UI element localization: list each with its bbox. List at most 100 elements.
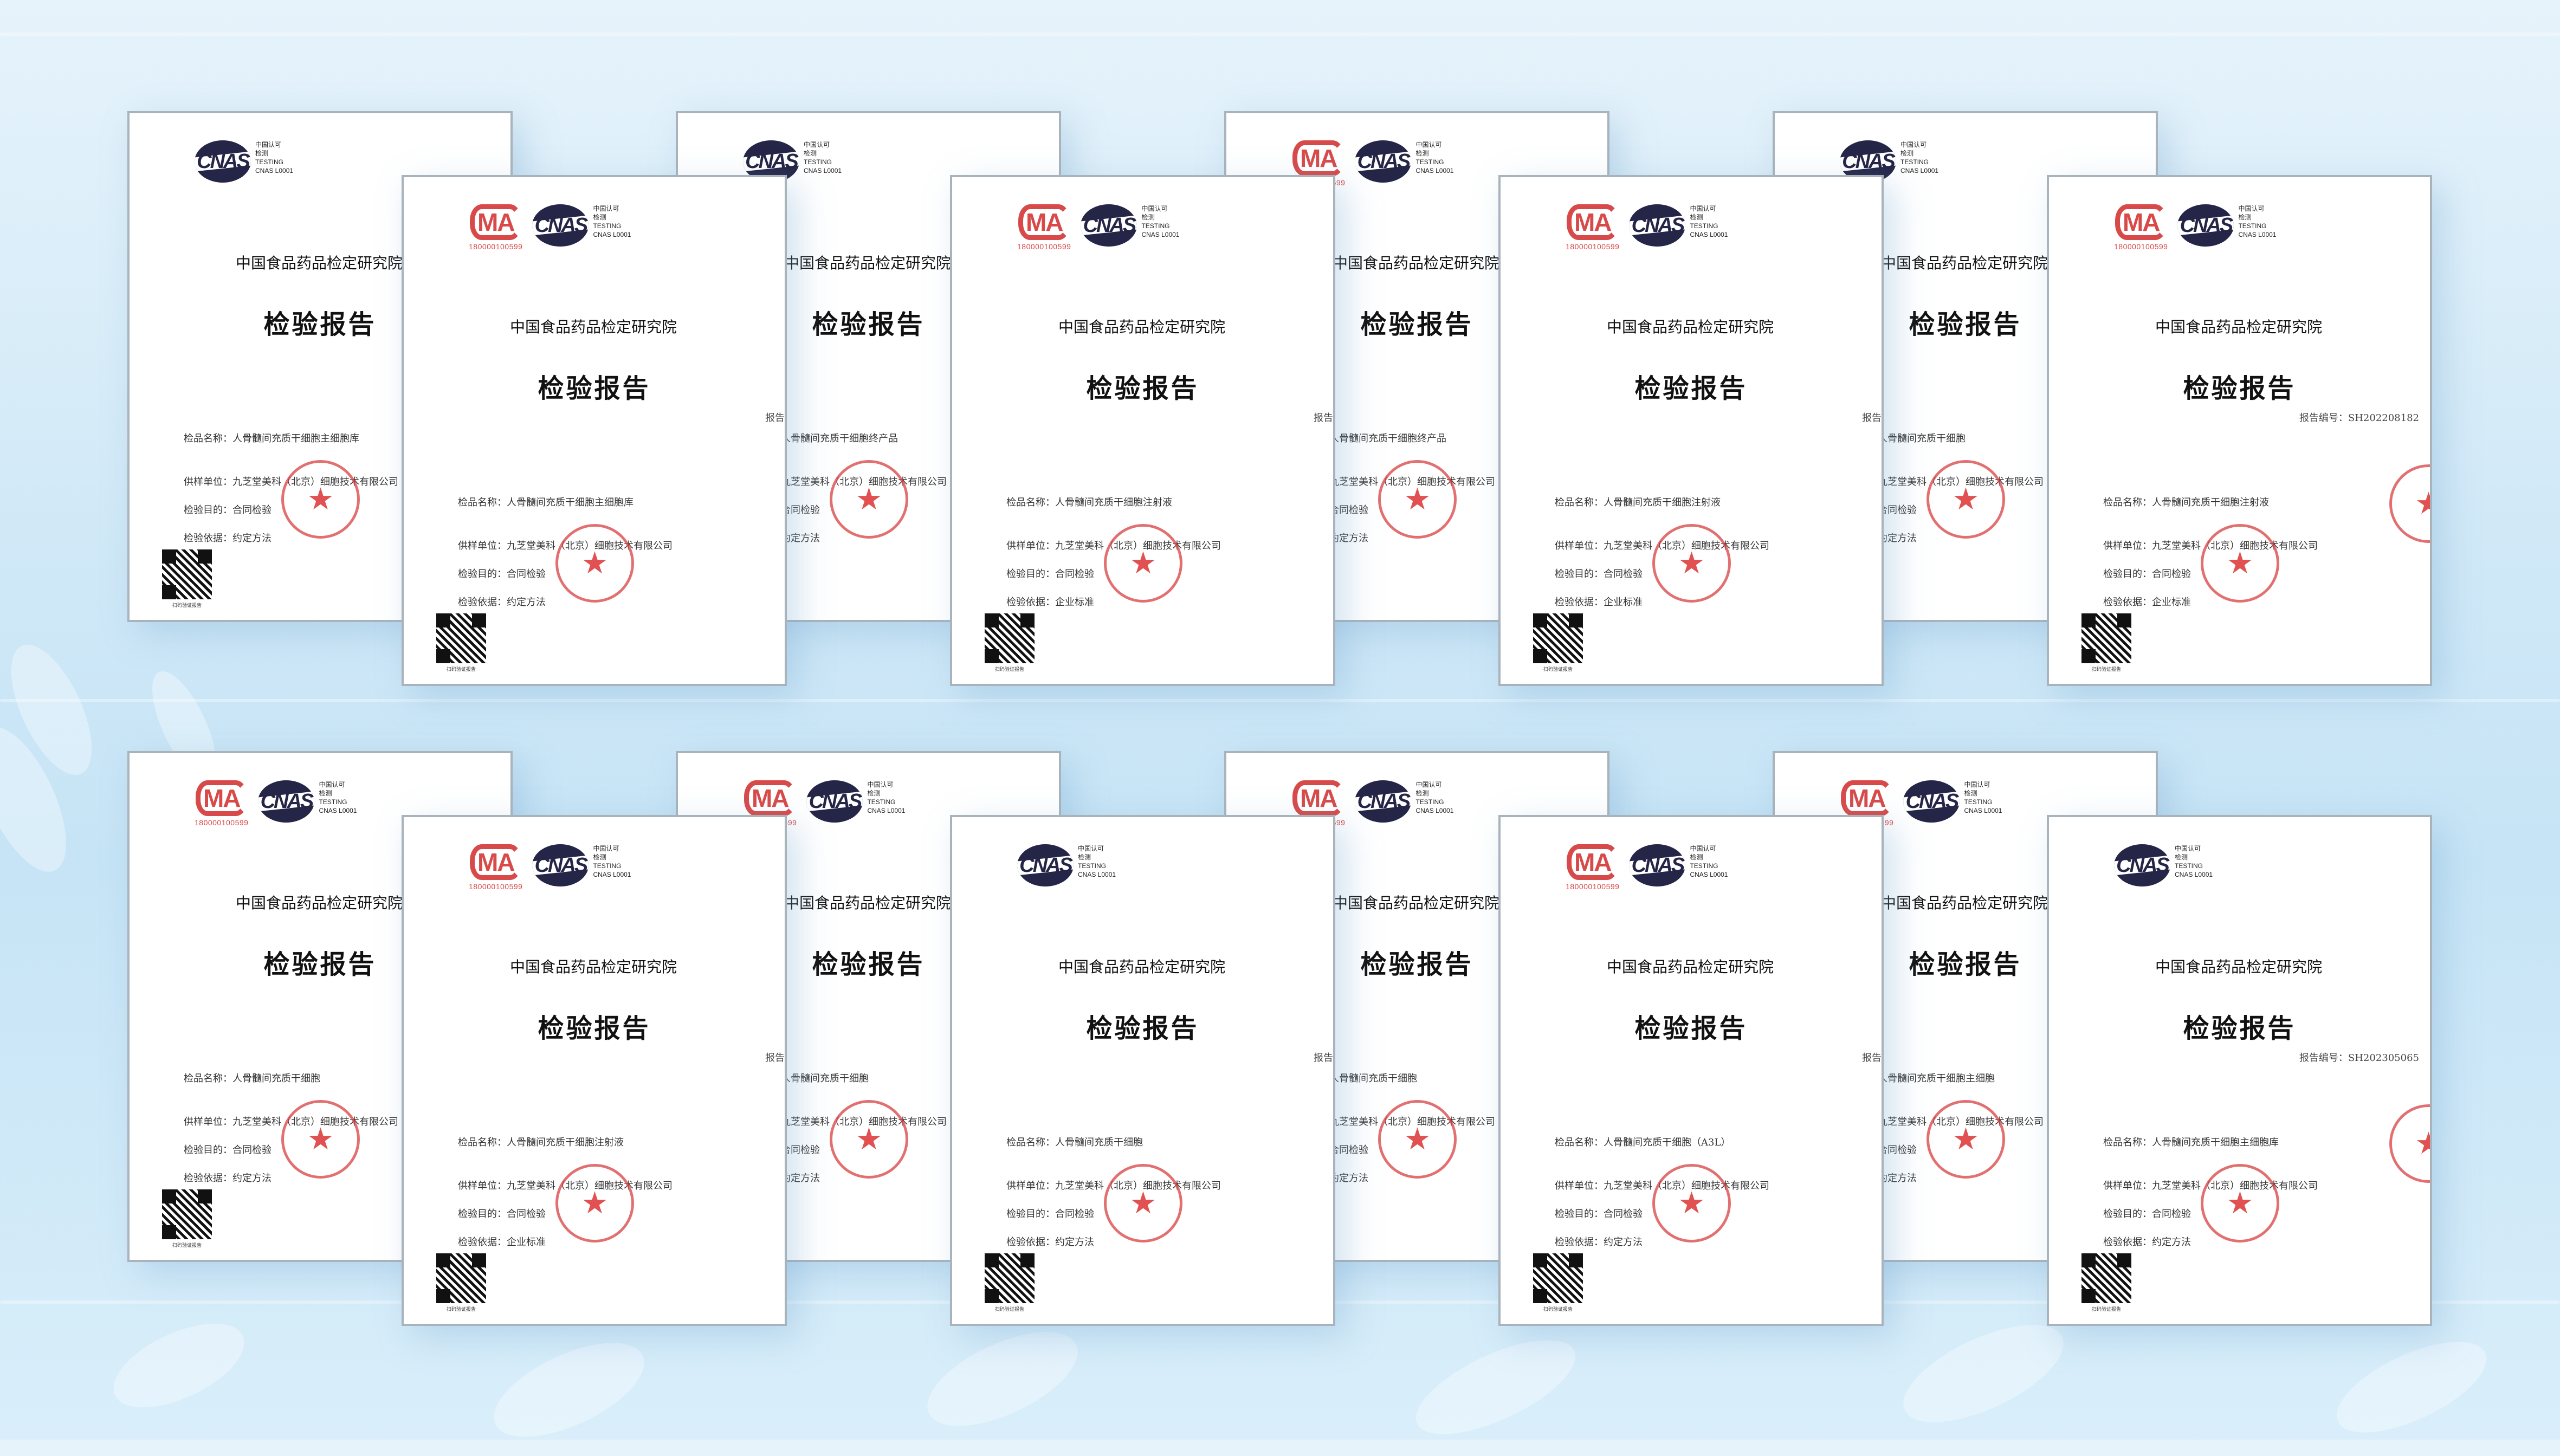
field-purpose: 检验目的：合同检验 — [1006, 568, 1094, 580]
report-title: 检验报告 — [812, 949, 925, 980]
certification-logos: MA 180000100599 CNAS 中国认可 检测 TESTING CNA… — [743, 780, 905, 827]
qr-code-icon[interactable] — [2081, 613, 2131, 663]
official-seal-star-icon: ★ — [1927, 460, 2005, 539]
institute-name: 中国食品药品检定研究院 — [784, 254, 952, 272]
field-sample-name: 检品名称：人骨髓间充质干细胞注射液 — [2103, 497, 2269, 508]
cma-number: 180000100599 — [195, 818, 249, 827]
verification-qr[interactable]: 扫码验证报告 — [985, 1253, 1035, 1312]
official-seal-star-icon: ★ — [1378, 1100, 1457, 1179]
cma-mark-icon: MA — [1292, 780, 1344, 816]
verification-qr[interactable]: 扫码验证报告 — [2081, 1253, 2131, 1312]
report-title: 检验报告 — [538, 373, 651, 404]
official-seal-star-icon: ★ — [1104, 1164, 1182, 1243]
qr-caption: 扫码验证报告 — [446, 667, 476, 672]
verification-qr[interactable]: 扫码验证报告 — [1533, 1253, 1583, 1312]
official-seal-star-icon: ★ — [1652, 1164, 1731, 1243]
qr-code-icon[interactable] — [162, 549, 212, 599]
field-purpose: 检验目的：合同检验 — [2103, 1208, 2191, 1220]
field-purpose: 检验目的：合同检验 — [1555, 1208, 1643, 1220]
cma-logo: MA 180000100599 — [1566, 844, 1619, 891]
official-seal-star-icon: ★ — [830, 460, 908, 539]
field-sample-name: 检品名称：人骨髓间充质干细胞注射液 — [1555, 497, 1721, 508]
field-purpose: 检验目的：合同检验 — [1555, 568, 1643, 580]
official-seal-star-icon: ★ — [2201, 1164, 2279, 1243]
institute-name: 中国食品药品检定研究院 — [1058, 318, 1226, 336]
cnas-accreditation-text: 中国认可 检测 TESTING CNAS L0001 — [593, 845, 631, 878]
cnas-logo-icon: CNAS — [195, 140, 251, 183]
inspection-report-14[interactable]: MA 180000100599 CNAS 中国认可 检测 TESTING CNA… — [1498, 815, 1884, 1326]
verification-qr[interactable]: 扫码验证报告 — [162, 1189, 212, 1248]
cma-logo: MA 180000100599 — [469, 844, 522, 891]
cnas-accreditation-text: 中国认可 检测 TESTING CNAS L0001 — [804, 141, 842, 174]
report-title: 检验报告 — [1360, 949, 1473, 980]
cnas-accreditation-text: 中国认可 检测 TESTING CNAS L0001 — [1141, 205, 1180, 238]
inspection-report-10[interactable]: MA 180000100599 CNAS 中国认可 检测 TESTING CNA… — [402, 815, 787, 1326]
inspection-report-2[interactable]: MA 180000100599 CNAS 中国认可 检测 TESTING CNA… — [402, 175, 787, 686]
field-basis: 检验依据：约定方法 — [458, 597, 546, 608]
verification-qr[interactable]: 扫码验证报告 — [985, 613, 1035, 672]
report-number: 报告 — [1314, 1052, 1333, 1064]
institute-name: 中国食品药品检定研究院 — [2155, 318, 2323, 336]
official-seal-star-icon: ★ — [2201, 524, 2279, 603]
field-basis: 检验依据：企业标准 — [1006, 597, 1094, 608]
verification-qr[interactable]: 扫码验证报告 — [436, 613, 486, 672]
qr-code-icon[interactable] — [985, 1253, 1035, 1303]
verification-qr[interactable]: 扫码验证报告 — [2081, 613, 2131, 672]
certification-logos: MA 180000100599 CNAS 中国认可 检测 TESTING CNA… — [469, 844, 631, 891]
field-basis: 检验依据：约定方法 — [184, 1173, 271, 1184]
inspection-report-16[interactable]: MA 180000100599 CNAS 中国认可 检测 TESTING CNA… — [2047, 815, 2432, 1326]
cma-mark-icon: MA — [469, 844, 522, 880]
cnas-accreditation-text: 中国认可 检测 TESTING CNAS L0001 — [1415, 781, 1454, 814]
qr-caption: 扫码验证报告 — [1543, 1307, 1573, 1312]
certification-logos: MA 180000100599 CNAS 中国认可 检测 TESTING CNA… — [743, 140, 842, 183]
qr-code-icon[interactable] — [1533, 1253, 1583, 1303]
cma-number: 180000100599 — [469, 882, 523, 891]
inspection-report-4[interactable]: MA 180000100599 CNAS 中国认可 检测 TESTING CNA… — [950, 175, 1335, 686]
cma-logo: MA 180000100599 — [1566, 204, 1619, 251]
official-seal-star-icon: ★ — [555, 524, 634, 603]
qr-caption: 扫码验证报告 — [2091, 1307, 2121, 1312]
report-number: 报告 — [1862, 1052, 1882, 1064]
inspection-report-8[interactable]: MA 180000100599 CNAS 中国认可 检测 TESTING CNA… — [2047, 175, 2432, 686]
report-title: 检验报告 — [1909, 309, 2022, 340]
report-title: 检验报告 — [1634, 373, 1748, 404]
cnas-accreditation-text: 中国认可 检测 TESTING CNAS L0001 — [2175, 845, 2213, 878]
inspection-report-6[interactable]: MA 180000100599 CNAS 中国认可 检测 TESTING CNA… — [1498, 175, 1884, 686]
inspection-report-12[interactable]: MA 180000100599 CNAS 中国认可 检测 TESTING CNA… — [950, 815, 1335, 1326]
official-seal-star-icon: ★ — [1378, 460, 1457, 539]
certification-logos: MA 180000100599 CNAS 中国认可 检测 TESTING CNA… — [1840, 140, 1938, 183]
qr-code-icon[interactable] — [1533, 613, 1583, 663]
cnas-logo-icon: CNAS — [1840, 140, 1896, 183]
qr-code-icon[interactable] — [162, 1189, 212, 1239]
report-title: 检验报告 — [263, 309, 377, 340]
certification-logos: MA 180000100599 CNAS 中国认可 检测 TESTING CNA… — [195, 780, 357, 827]
institute-name: 中国食品药品检定研究院 — [1333, 894, 1500, 912]
verification-qr[interactable]: 扫码验证报告 — [1533, 613, 1583, 672]
cma-mark-icon: MA — [1292, 140, 1344, 176]
institute-name: 中国食品药品检定研究院 — [236, 894, 403, 912]
cma-mark-icon: MA — [195, 780, 248, 816]
cnas-accreditation-text: 中国认可 检测 TESTING CNAS L0001 — [593, 205, 631, 238]
official-seal-star-icon: ★ — [830, 1100, 908, 1179]
qr-code-icon[interactable] — [436, 613, 486, 663]
field-sample-name: 检品名称：人骨髓间充质干细胞（A3L） — [1555, 1137, 1731, 1148]
field-sample-name: 检品名称：人骨髓间充质干细胞主细胞库 — [458, 497, 633, 508]
institute-name: 中国食品药品检定研究院 — [510, 958, 677, 976]
qr-code-icon[interactable] — [2081, 1253, 2131, 1303]
verification-qr[interactable]: 扫码验证报告 — [162, 549, 212, 609]
institute-name: 中国食品药品检定研究院 — [510, 318, 677, 336]
official-seal-star-icon: ★ — [281, 460, 360, 539]
cnas-logo-icon: CNAS — [2177, 204, 2234, 247]
official-seal-star-icon: ★ — [1927, 1100, 2005, 1179]
qr-code-icon[interactable] — [985, 613, 1035, 663]
verification-qr[interactable]: 扫码验证报告 — [436, 1253, 486, 1312]
cnas-accreditation-text: 中国认可 检测 TESTING CNAS L0001 — [1078, 845, 1116, 878]
qr-code-icon[interactable] — [436, 1253, 486, 1303]
institute-name: 中国食品药品检定研究院 — [1058, 958, 1226, 976]
cnas-accreditation-text: 中国认可 检测 TESTING CNAS L0001 — [867, 781, 906, 814]
cma-number: 180000100599 — [2114, 242, 2168, 251]
report-title: 检验报告 — [2183, 1013, 2296, 1044]
certification-logos: MA 180000100599 CNAS 中国认可 检测 TESTING CNA… — [1566, 844, 1728, 891]
qr-caption: 扫码验证报告 — [994, 667, 1024, 672]
cma-logo: MA 180000100599 — [195, 780, 248, 827]
